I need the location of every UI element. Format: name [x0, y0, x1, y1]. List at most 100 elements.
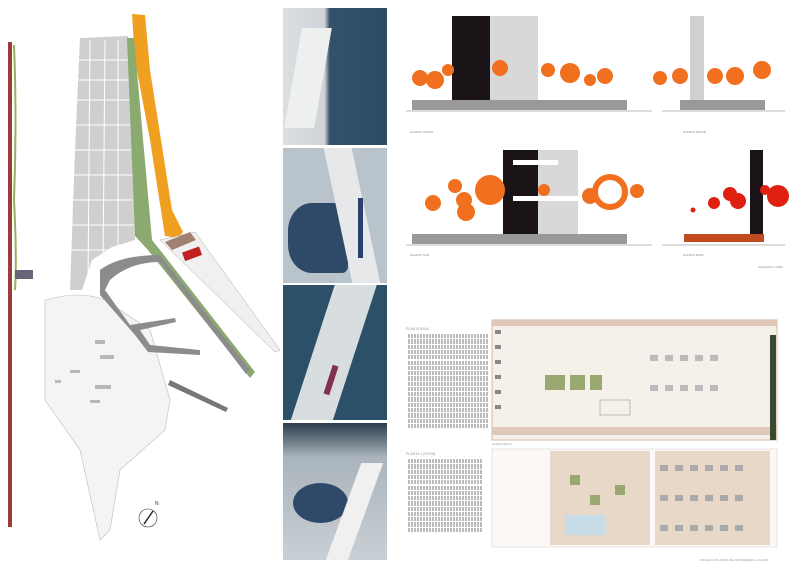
drawing-shape: [412, 70, 428, 86]
drawing-shape: [705, 465, 713, 471]
drawing-shape: [495, 405, 501, 409]
drawing-shape: [545, 375, 565, 390]
drawing-shape: [143, 510, 154, 525]
drawing-shape: [565, 515, 605, 535]
elevations-scale-note: ALZADOS e:1/200: [758, 265, 783, 269]
drawing-shape: [570, 475, 580, 485]
drawing-shape: [660, 495, 668, 501]
drawing-shape: [665, 385, 673, 391]
model-photo-3[interactable]: [283, 285, 387, 420]
drawing-shape: [100, 355, 114, 359]
drawing-shape: [138, 508, 158, 528]
drawing-shape: [653, 61, 771, 85]
drawing-shape: [690, 207, 696, 213]
floor-plans-drawing: PLANTA BAJA: [491, 319, 778, 548]
drawing-shape: [457, 203, 475, 221]
drawing-shape: [426, 71, 444, 89]
port: [100, 255, 250, 374]
drawing-shape: [490, 16, 538, 102]
drawing-shape: [653, 71, 667, 85]
drawing-shape: [448, 179, 462, 193]
plans-panel: PLANTA BAJA PLANTA 1 (ROSA) PLANTA BAJA …: [400, 315, 800, 567]
drawing-shape: [412, 234, 627, 244]
drawing-shape: [71, 39, 134, 286]
model-photo-2[interactable]: [283, 148, 387, 283]
drawing-shape: [615, 485, 625, 495]
highlight-building: [182, 246, 203, 262]
drawing-shape: [735, 525, 743, 531]
photo-pier-shape: [289, 285, 377, 420]
drawing-shape: [584, 74, 596, 86]
drawing-shape: [650, 385, 658, 391]
drawing-shape: [87, 39, 91, 286]
drawing-shape: [680, 100, 765, 110]
drawing-shape: [720, 495, 728, 501]
drawing-shape: [660, 465, 668, 471]
drawing-shape: [492, 60, 508, 76]
drawing-shape: [675, 465, 683, 471]
drawing-shape: [492, 320, 777, 326]
drawing-shape: [452, 16, 490, 102]
ground-floor-legend: [408, 333, 488, 429]
drawing-shape: [495, 345, 501, 349]
drawing-shape: [442, 64, 454, 76]
drawing-shape: [675, 495, 683, 501]
drawing-shape: [735, 495, 743, 501]
drawing-shape: [672, 68, 688, 84]
model-photo-1[interactable]: [283, 8, 387, 145]
drawing-shape: [684, 234, 764, 242]
elevations-panel: ALZADO NORTE ALZADO OESTE ALZADO SUR ALZ…: [400, 8, 800, 278]
drawing-shape: [726, 67, 744, 85]
drawing-shape: [70, 370, 80, 373]
photo-accent-shape: [358, 198, 363, 258]
ground-floor-caption: PLANTA BAJA: [492, 442, 512, 446]
drawing-shape: [750, 150, 763, 236]
elevation-east: [662, 150, 789, 246]
site-plan-drawing: N: [8, 14, 281, 541]
section-bar: [8, 42, 12, 527]
drawing-shape: [680, 355, 688, 361]
drawing-shape: [710, 385, 718, 391]
drawing-shape: [650, 355, 718, 391]
drawing-shape: [425, 195, 441, 211]
old-town: [44, 294, 171, 541]
drawing-shape: [660, 525, 668, 531]
drawing-shape: [675, 525, 683, 531]
model-photo-4[interactable]: [283, 423, 387, 560]
drawing-shape: [720, 525, 728, 531]
drawing-shape: [705, 525, 713, 531]
drawing-shape: [590, 375, 602, 390]
drawing-shape: [55, 340, 114, 403]
drawing-shape: [95, 340, 105, 344]
plaza: [165, 232, 196, 250]
drawing-shape: [695, 355, 703, 361]
drawing-shape: [720, 465, 728, 471]
drawing-shape: [650, 355, 658, 361]
drawing-shape: [690, 525, 698, 531]
drawing-shape: [680, 385, 688, 391]
photo-model-shape: [284, 28, 332, 128]
drawing-shape: [492, 427, 777, 435]
drawing-shape: [495, 330, 501, 334]
north-arrow-icon: [138, 508, 158, 528]
profile-inset: [15, 270, 33, 279]
drawing-shape: [412, 60, 613, 89]
drawing-shape: [412, 100, 627, 110]
ground-floor-plan: [491, 319, 778, 441]
drawing-shape: [570, 475, 625, 505]
drawing-shape: [708, 197, 720, 209]
drawing-shape: [102, 39, 106, 271]
first-floor-title: PLANTA 1 (ROSA): [406, 452, 436, 456]
north-label: N: [155, 501, 159, 507]
drawing-shape: [735, 465, 743, 471]
drawing-shape: [55, 380, 61, 383]
drawing-shape: [707, 68, 723, 84]
city-north: [70, 36, 135, 290]
drawing-shape: [599, 399, 631, 416]
plans-footer-note: ZOCALO PLANTA BAJA/PRIMERA e:1/200: [700, 558, 769, 562]
drawing-shape: [710, 355, 718, 361]
drawing-shape: [495, 330, 501, 409]
drawing-shape: [425, 174, 644, 221]
drawing-shape: [770, 335, 776, 440]
elevation-south: [406, 150, 652, 246]
